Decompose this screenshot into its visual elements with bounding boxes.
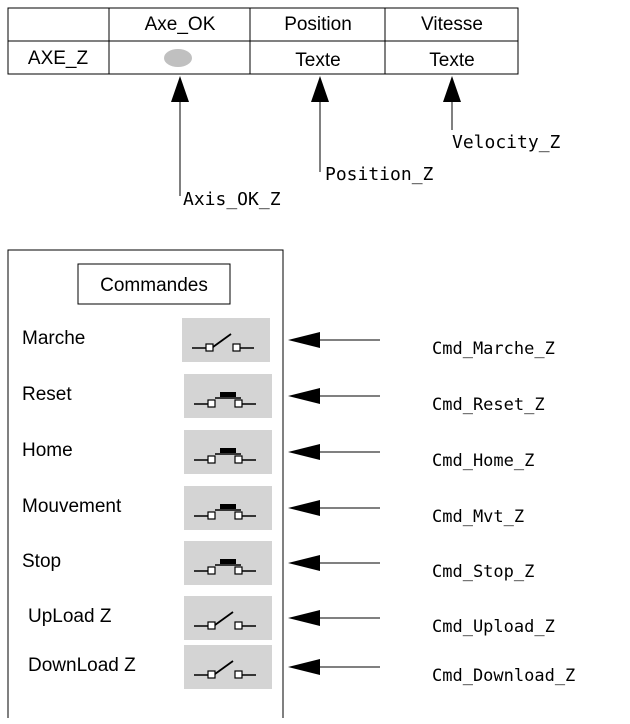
command-variable: Cmd_Upload_Z	[432, 617, 555, 637]
command-label: Mouvement	[22, 496, 122, 517]
command-variable: Cmd_Stop_Z	[432, 562, 534, 582]
command-variable: Cmd_Home_Z	[432, 451, 534, 471]
axis-ok-link: Axis_OK_Z	[171, 76, 281, 210]
header-vitesse: Vitesse	[421, 14, 483, 35]
row-label-axe-z: AXE_Z	[28, 48, 89, 69]
command-button[interactable]	[184, 645, 272, 689]
vitesse-value: Texte	[429, 50, 474, 71]
command-label: Marche	[22, 328, 85, 349]
arrow-left-icon	[288, 332, 320, 348]
velocity-link: Velocity_Z	[443, 76, 561, 153]
arrow-up-icon	[171, 76, 189, 102]
arrow-up-icon	[443, 76, 461, 102]
position-value: Texte	[295, 50, 340, 71]
command-button[interactable]	[184, 430, 272, 474]
command-variable: Cmd_Reset_Z	[432, 395, 545, 415]
command-row: DownLoad Z Cmd_Download_Z	[28, 645, 575, 689]
header-axe-ok: Axe_OK	[145, 14, 216, 35]
command-label: UpLoad Z	[28, 606, 112, 627]
commands-panel: Commandes	[7, 249, 284, 718]
arrow-left-icon	[288, 500, 320, 516]
commands-title: Commandes	[100, 275, 208, 296]
command-row: UpLoad Z Cmd_Upload_Z	[28, 596, 555, 640]
axis-table: Axe_OK Position Vitesse AXE_Z Texte Text…	[7, 7, 519, 75]
command-button[interactable]	[184, 596, 272, 640]
command-button[interactable]	[184, 541, 272, 585]
command-label: Reset	[22, 384, 72, 405]
command-variable: Cmd_Download_Z	[432, 666, 575, 686]
axis-ok-led-icon	[164, 49, 192, 67]
velocity-variable: Velocity_Z	[452, 132, 561, 153]
arrow-left-icon	[288, 388, 320, 404]
command-variable: Cmd_Marche_Z	[432, 339, 555, 359]
commands-title-box	[77, 263, 231, 305]
command-button[interactable]	[184, 486, 272, 530]
arrow-left-icon	[288, 659, 320, 675]
command-label: Stop	[22, 551, 61, 572]
arrow-up-icon	[311, 76, 329, 102]
command-variable: Cmd_Mvt_Z	[432, 507, 524, 527]
command-label: Home	[22, 440, 73, 461]
arrow-left-icon	[288, 610, 320, 626]
command-button[interactable]	[184, 374, 272, 418]
arrow-left-icon	[288, 444, 320, 460]
axis-ok-variable: Axis_OK_Z	[183, 189, 281, 210]
arrow-left-icon	[288, 555, 320, 571]
position-link: Position_Z	[311, 76, 434, 185]
header-position: Position	[284, 14, 352, 35]
position-variable: Position_Z	[325, 164, 434, 185]
command-button[interactable]	[182, 318, 270, 362]
command-label: DownLoad Z	[28, 655, 136, 676]
